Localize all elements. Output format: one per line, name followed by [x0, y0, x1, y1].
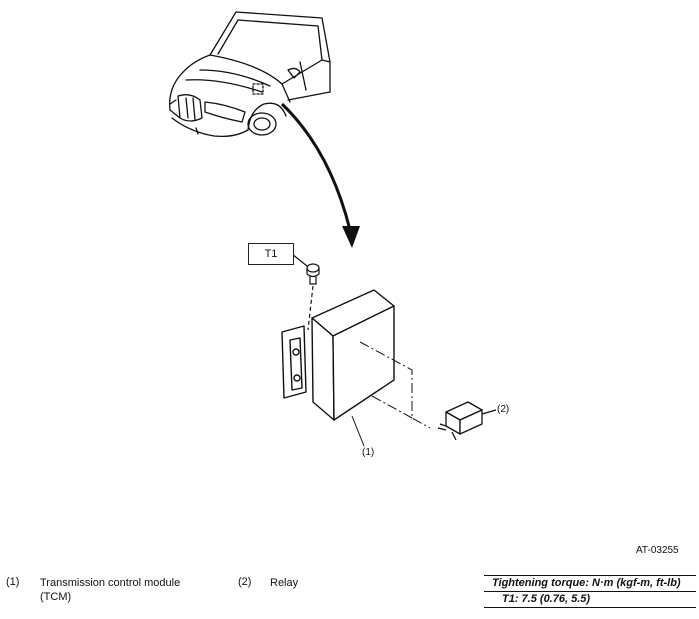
location-arrow: [280, 102, 360, 248]
tcm-callout: (1): [362, 447, 375, 458]
fastener-label-t1: T1: [248, 243, 294, 265]
relay-callout: (2): [497, 404, 510, 415]
connection-lines: [359, 341, 431, 429]
installation-diagram: [169, 11, 497, 447]
legend-item-text: Transmission control module (TCM): [40, 577, 181, 603]
bolt-icon: [291, 253, 320, 331]
relay-icon: [437, 401, 497, 441]
torque-spec-table: Tightening torque: N·m (kgf-m, ft-lb) T1…: [484, 575, 696, 608]
legend-item-text: Relay: [270, 577, 299, 589]
car-illustration: [169, 11, 331, 138]
legend-item-number: (1): [6, 576, 20, 588]
legend-item-number: (2): [238, 576, 252, 588]
tcm-module: [281, 289, 395, 421]
torque-heading: Tightening torque: N·m (kgf-m, ft-lb): [484, 575, 696, 592]
tcm-leader-line: [351, 415, 365, 447]
torque-values: T1: 7.5 (0.76, 5.5): [484, 592, 696, 608]
figure-reference-code: AT-03255: [636, 545, 679, 556]
